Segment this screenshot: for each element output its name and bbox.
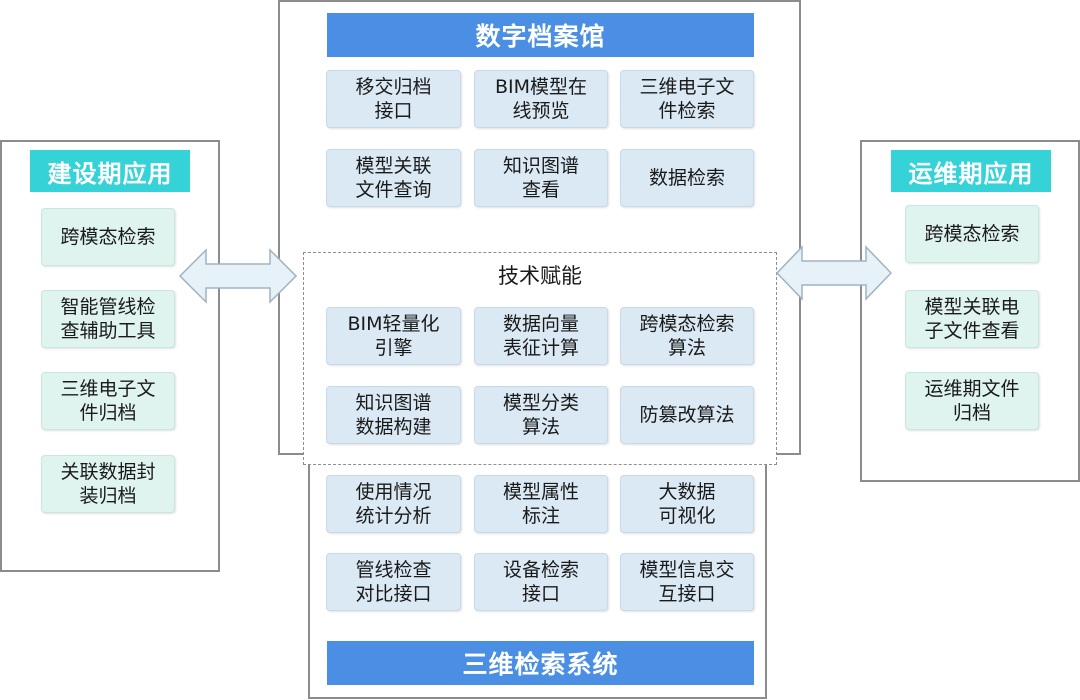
tech-item-knowledge-graph-build: 知识图谱 数据构建: [326, 386, 461, 444]
construction-phase-title: 建设期应用: [30, 150, 190, 192]
operation-item-model-file-view: 模型关联电 子文件查看: [905, 290, 1039, 348]
construction-item-pipeline-tool: 智能管线检 查辅助工具: [41, 290, 175, 348]
system-item-pipeline-compare: 管线检查 对比接口: [326, 553, 461, 611]
tech-item-model-classification: 模型分类 算法: [474, 386, 608, 444]
construction-item-crossmodal: 跨模态检索: [41, 208, 175, 266]
system-item-model-info-exchange: 模型信息交 互接口: [620, 553, 754, 611]
tech-item-bim-engine: BIM轻量化 引擎: [326, 307, 461, 365]
tech-item-tamper-proof: 防篡改算法: [620, 386, 754, 444]
archive-item-data-search: 数据检索: [620, 149, 754, 207]
operation-item-om-archive: 运维期文件 归档: [905, 372, 1039, 430]
tech-enablement-title: 技术赋能: [498, 264, 582, 288]
archive-item-3d-file-search: 三维电子文 件检索: [620, 70, 754, 128]
right-double-arrow-icon: [775, 245, 893, 301]
archive-item-knowledge-graph: 知识图谱 查看: [474, 149, 608, 207]
system-item-usage-stats: 使用情况 统计分析: [326, 475, 461, 533]
construction-item-3d-archive: 三维电子文 件归档: [41, 372, 175, 430]
tech-item-vector-compute: 数据向量 表征计算: [474, 307, 608, 365]
3d-retrieval-title: 三维检索系统: [327, 641, 754, 685]
archive-item-model-file-query: 模型关联 文件查询: [326, 149, 461, 207]
digital-archive-title: 数字档案馆: [327, 13, 754, 57]
system-item-model-annotation: 模型属性 标注: [474, 475, 608, 533]
construction-item-data-package: 关联数据封 装归档: [41, 455, 175, 513]
operation-item-crossmodal: 跨模态检索: [905, 205, 1039, 263]
operation-phase-title: 运维期应用: [891, 150, 1051, 192]
system-item-device-search: 设备检索 接口: [474, 553, 608, 611]
archive-item-transfer-interface: 移交归档 接口: [326, 70, 461, 128]
system-item-bigdata-visual: 大数据 可视化: [620, 475, 754, 533]
left-double-arrow-icon: [178, 248, 298, 304]
tech-item-crossmodal-algorithm: 跨模态检索 算法: [620, 307, 754, 365]
archive-item-bim-preview: BIM模型在 线预览: [474, 70, 608, 128]
